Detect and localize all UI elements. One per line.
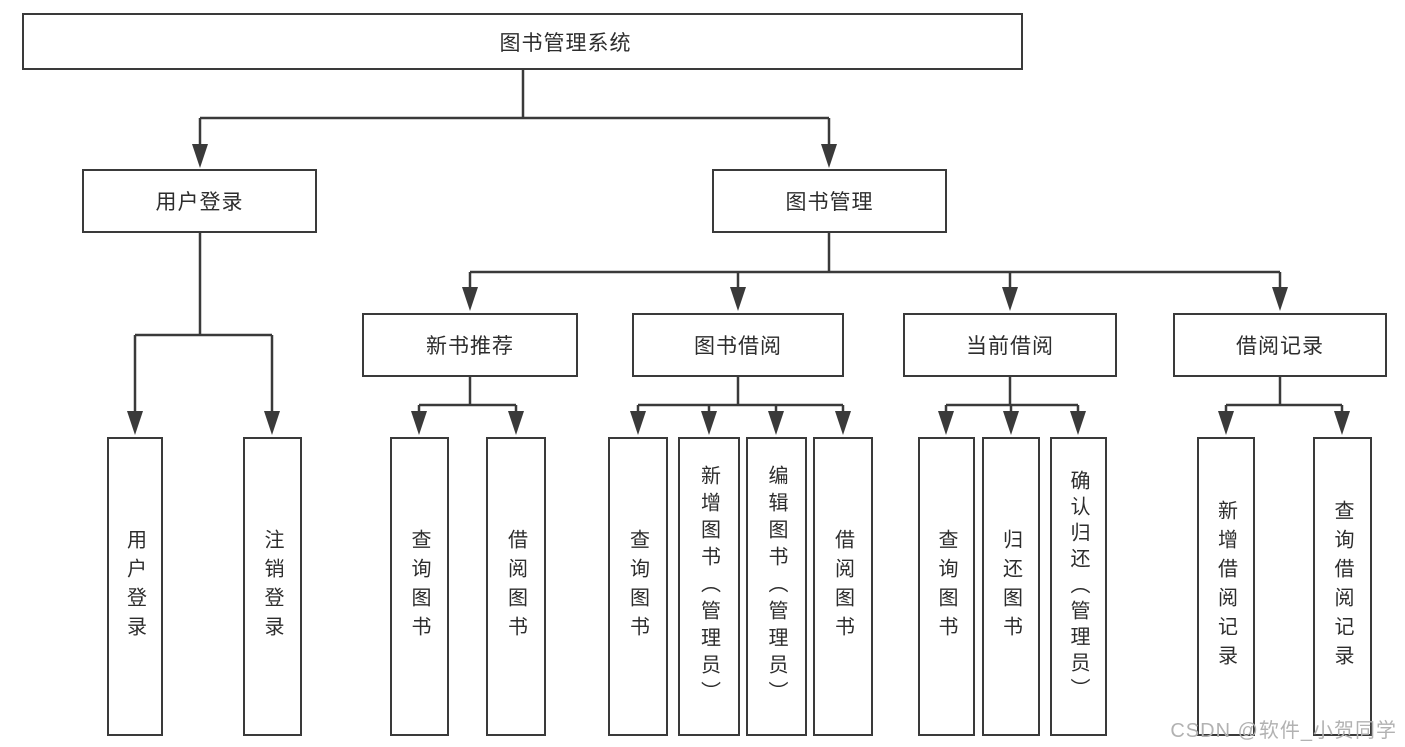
leaf-query-books-recommend: 查询图书 <box>390 437 449 736</box>
leaf-return-book: 归还图书 <box>982 437 1040 736</box>
arrowhead <box>1218 411 1234 435</box>
arrowhead <box>835 411 851 435</box>
leaf-logout: 注销登录 <box>243 437 302 736</box>
edges-current-borrowing <box>938 377 1086 435</box>
edges-book-management-to-level3 <box>462 233 1288 311</box>
leaf-confirm-return-admin: 确认归还（管理员） <box>1050 437 1107 736</box>
leaf-user-login: 用户登录 <box>107 437 163 736</box>
leaf-borrow-book-recommend: 借阅图书 <box>486 437 546 736</box>
leaf-query-books-current: 查询图书 <box>918 437 975 736</box>
arrowhead <box>768 411 784 435</box>
arrowhead <box>938 411 954 435</box>
node-book-management: 图书管理 <box>712 169 947 233</box>
arrowhead <box>127 411 143 435</box>
csdn-watermark: CSDN @软件_小贺同学 <box>1170 720 1397 742</box>
arrowhead <box>630 411 646 435</box>
edges-borrowing-records <box>1218 377 1350 435</box>
arrowhead <box>1003 411 1019 435</box>
node-user-login: 用户登录 <box>82 169 317 233</box>
leaf-query-books-borrowing: 查询图书 <box>608 437 668 736</box>
node-current-borrowing: 当前借阅 <box>903 313 1117 377</box>
arrowhead <box>1002 287 1018 311</box>
leaf-add-borrow-record: 新增借阅记录 <box>1197 437 1255 736</box>
node-root-label: 图书管理系统 <box>499 31 632 55</box>
arrowhead <box>1334 411 1350 435</box>
leaf-edit-book-admin: 编辑图书（管理员） <box>746 437 807 736</box>
leaf-borrow-book-borrowing: 借阅图书 <box>813 437 873 736</box>
leaf-add-book-admin: 新增图书（管理员） <box>678 437 740 736</box>
node-new-book-recommendation: 新书推荐 <box>362 313 578 377</box>
leaf-query-borrow-record: 查询借阅记录 <box>1313 437 1372 736</box>
arrowhead <box>411 411 427 435</box>
arrowhead <box>701 411 717 435</box>
edges-root-to-level2 <box>192 70 837 168</box>
arrowhead <box>462 287 478 311</box>
arrowhead <box>1272 287 1288 311</box>
arrowhead <box>821 144 837 168</box>
node-root: 图书管理系统 <box>22 13 1023 70</box>
node-book-borrowing: 图书借阅 <box>632 313 844 377</box>
edges-new-book-recommendation <box>411 377 524 435</box>
arrowhead <box>192 144 208 168</box>
arrowhead <box>730 287 746 311</box>
arrowhead <box>264 411 280 435</box>
node-borrowing-records: 借阅记录 <box>1173 313 1387 377</box>
edges-user-login-to-leaves <box>127 233 280 435</box>
arrowhead <box>508 411 524 435</box>
arrowhead <box>1070 411 1086 435</box>
edges-book-borrowing <box>630 377 851 435</box>
